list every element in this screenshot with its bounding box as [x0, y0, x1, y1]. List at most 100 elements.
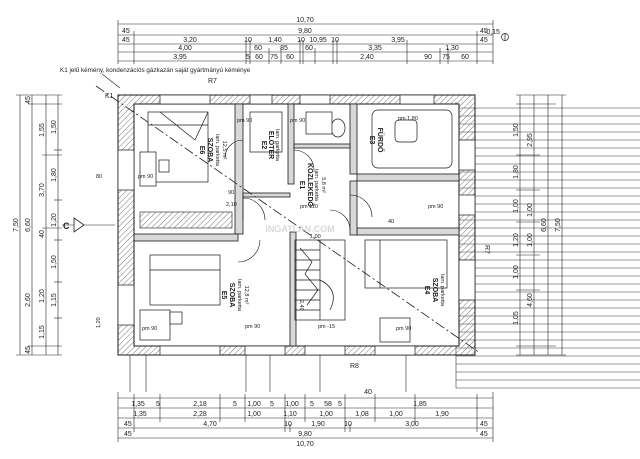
dim-left-c2-e: 1,15	[39, 325, 46, 339]
dim-top-wall-left: 45	[122, 28, 130, 35]
elevation-label: -0,15	[484, 29, 500, 36]
dim-bottom-r5-b: 9,80	[298, 431, 312, 438]
dim-bottom-r4-g: 45	[480, 421, 488, 428]
dim-top-r3-b: 3,20	[183, 37, 197, 44]
desk-e5	[139, 309, 183, 341]
svg-text:ELŐTÉR: ELŐTÉR	[267, 131, 276, 159]
right-dimension-texts: 1,50 1,80 1,00 1,20 1,00 1,05 2,95 1,00 …	[513, 123, 562, 325]
label-r7-top: R7	[208, 78, 217, 85]
svg-text:12,8 m²: 12,8 m²	[243, 286, 249, 305]
label-40: 40	[388, 219, 394, 225]
dim-bottom-r3-h: 1,90	[435, 411, 449, 418]
dim-top-r4-d: 60	[305, 45, 313, 52]
dim-top-r3-d: 1,40	[268, 37, 282, 44]
svg-text:SZOBA: SZOBA	[206, 138, 213, 163]
label-80: 80	[96, 174, 102, 180]
dim-top-inner: 9,80	[298, 28, 312, 35]
dim-left-c2-a: 1,55	[39, 123, 46, 137]
dim-top-r3-g: 10	[331, 37, 339, 44]
door-swings	[224, 139, 373, 263]
dim-bottom-r3-a: 1,35	[133, 411, 147, 418]
dim-bottom-r5-a: 45	[124, 431, 132, 438]
dim-top-r4-a: 4,00	[178, 45, 192, 52]
dim-left-c1-e: 1,15	[51, 293, 58, 307]
dim-bottom-r1: 40	[364, 389, 372, 396]
svg-text:SZOBA: SZOBA	[228, 283, 235, 308]
svg-text:FÜRDŐ: FÜRDŐ	[376, 128, 385, 153]
dim-top-r4-f: 1,30	[445, 45, 459, 52]
svg-text:SZOBA: SZOBA	[431, 278, 438, 303]
interior-walls	[133, 103, 460, 347]
bed-e6	[147, 111, 209, 183]
dim-left-c2-b: 3,70	[39, 183, 46, 197]
section-line	[95, 85, 481, 354]
dim-bottom-r2-i: 58	[324, 401, 332, 408]
bottom-dimension-texts: 40 1,35 5 2,18 5 1,00 5 1,00 5 58 5 1,85…	[124, 389, 488, 448]
dim-top-r5-d: 75	[270, 54, 278, 61]
dim-top-r5-b: 5	[246, 54, 250, 61]
label-100: 1,00	[310, 234, 321, 240]
svg-text:lam. parketta: lam. parketta	[214, 134, 220, 167]
label-pm90-d: pm 90	[142, 326, 157, 332]
dim-right-c2-b: 1,00	[527, 203, 534, 217]
room-label-e4: E4 SZOBA lam. parketta	[423, 274, 445, 307]
dim-left-c1-c: 1,20	[51, 213, 58, 227]
dim-bottom-r3-g: 1,00	[389, 411, 403, 418]
dim-top-r5-a: 3,95	[173, 54, 187, 61]
dim-right-c1-c: 1,00	[513, 199, 520, 213]
dim-bottom-r2-e: 1,00	[247, 401, 261, 408]
dim-left-c1-b: 1,80	[51, 168, 58, 182]
dim-bottom-r2-k: 1,85	[413, 401, 427, 408]
watermark: INGATLAN.COM	[265, 224, 334, 234]
dim-left-c3-b: 2,60	[25, 293, 32, 307]
label-pm90-c: pm 90	[138, 174, 153, 180]
label-pm90-b: pm 90	[290, 118, 305, 124]
dim-top-r5-h: 75	[442, 54, 450, 61]
annotations: R7 R7 R8 pm 90 pm 90 pm 90 pm 90 pm 90 p…	[96, 78, 490, 370]
label-240: 2,40	[298, 300, 304, 311]
dim-top-r3-c: 10	[244, 37, 252, 44]
dim-bottom-r2-g: 1,00	[285, 401, 299, 408]
chimney-note: K1 jelű kémény, kondenzációs gázkazán sa…	[60, 67, 251, 74]
dim-right-c1-a: 1,50	[513, 123, 520, 137]
dim-top-r5-e: 60	[286, 54, 294, 61]
dim-left-c1-a: 1,50	[51, 120, 58, 134]
dim-top-r4-c: 85	[280, 45, 288, 52]
dim-left-c2-d: 1,20	[39, 289, 46, 303]
dim-top-r3-i: 45	[480, 37, 488, 44]
left-dimension-lines	[16, 94, 62, 356]
label-pm180: pm 1,80	[398, 116, 418, 122]
bottom-dimension-lines	[117, 355, 494, 442]
label-pm15: pm -15	[318, 324, 335, 330]
label-120: 1,20	[96, 317, 102, 328]
right-dimension-lines	[516, 94, 566, 356]
dim-bottom-r2-c: 2,18	[193, 401, 207, 408]
dim-top-total: 10,70	[296, 17, 314, 24]
svg-text:12,5 m²: 12,5 m²	[221, 141, 227, 160]
dim-top-r5-f: 2,40	[360, 54, 374, 61]
dim-right-c1-f: 1,05	[513, 311, 520, 325]
note-leader	[101, 73, 121, 89]
dim-left-c3-bottom: 45	[25, 346, 32, 354]
bed-e5	[149, 254, 221, 306]
svg-text:E5: E5	[220, 291, 227, 300]
room-label-e6: E6 SZOBA lam. parketta 12,5 m²	[198, 134, 227, 167]
dim-right-c1-d: 1,20	[513, 233, 520, 247]
staircase	[294, 239, 346, 321]
dim-bottom-r4-c: 10	[284, 421, 292, 428]
dim-bottom-r3-f: 1,08	[355, 411, 369, 418]
dim-left-total: 7,50	[13, 218, 20, 232]
dim-top-r3-f: 10,95	[309, 37, 327, 44]
dim-bottom-total: 10,70	[296, 441, 314, 448]
desk-e6	[139, 151, 170, 187]
left-dimension-texts: 7,50 6,60 2,60 45 45 1,55 3,70 40 1,20 1…	[13, 96, 58, 354]
room-label-e5: E5 SZOBA lam. parketta 12,8 m²	[220, 279, 249, 312]
dim-bottom-r4-e: 10	[344, 421, 352, 428]
room-label-e2: E2 ELŐTÉR lam. parketta	[260, 129, 280, 162]
label-r8: R8	[350, 363, 359, 370]
dim-top-r3-h: 3,95	[391, 37, 405, 44]
label-k1: K1	[105, 93, 114, 100]
label-210: 2,10	[226, 202, 237, 208]
label-pm90-f: pm 90	[396, 326, 411, 332]
